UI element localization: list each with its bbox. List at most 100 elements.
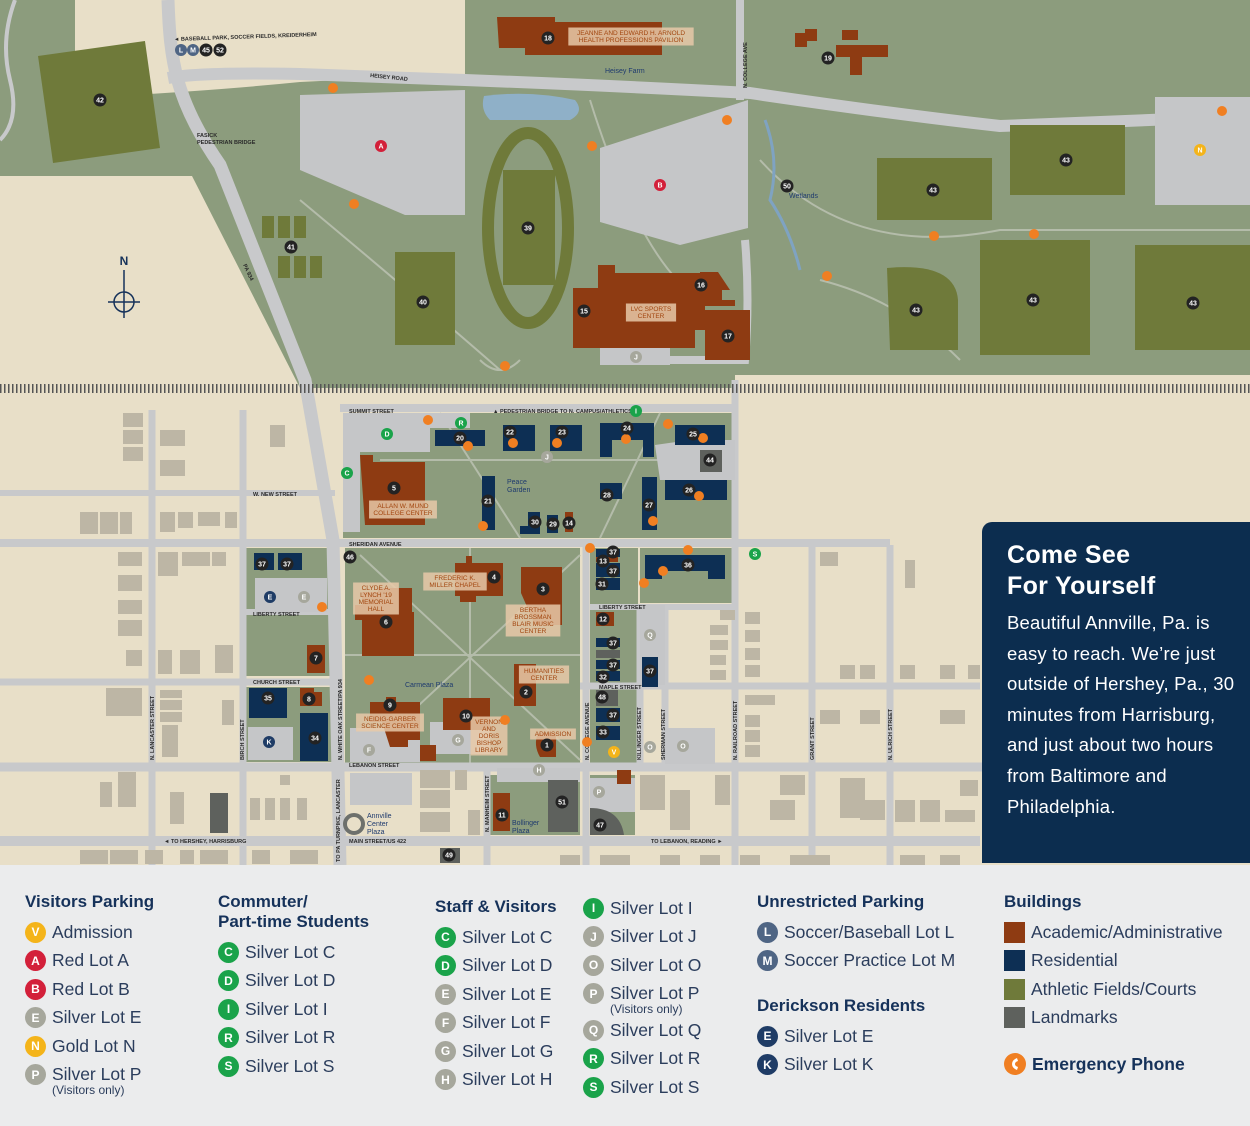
building-number-marker[interactable]: 3	[536, 582, 550, 596]
emergency-phone-icon[interactable]	[663, 419, 673, 429]
building-number-marker[interactable]: 29	[546, 517, 560, 531]
building-number-marker[interactable]: 8	[302, 692, 316, 706]
building-number-marker[interactable]: 23	[555, 425, 569, 439]
building-number-marker[interactable]: 43	[1186, 296, 1200, 310]
emergency-phone-icon[interactable]	[585, 543, 595, 553]
building-number-marker[interactable]: 37	[606, 564, 620, 578]
building-number-marker[interactable]: 6	[379, 615, 393, 629]
building-number-marker[interactable]: 44	[703, 453, 717, 467]
building-number-marker[interactable]: 37	[606, 545, 620, 559]
building-number-marker[interactable]: 11	[495, 808, 509, 822]
parking-lot-marker[interactable]: P	[593, 786, 605, 798]
emergency-phone-icon[interactable]	[658, 566, 668, 576]
building-number-marker[interactable]: 20	[453, 431, 467, 445]
building-number-marker[interactable]: 1	[540, 738, 554, 752]
building-number-marker[interactable]: 39	[521, 221, 535, 235]
parking-lot-marker[interactable]: O	[644, 741, 656, 753]
parking-lot-marker[interactable]: J	[541, 451, 553, 463]
building-number-marker[interactable]: 26	[682, 483, 696, 497]
building-number-marker[interactable]: 45	[199, 43, 213, 57]
building-number-marker[interactable]: 43	[1059, 153, 1073, 167]
building-number-marker[interactable]: 5	[387, 481, 401, 495]
building-number-marker[interactable]: 7	[309, 651, 323, 665]
building-number-marker[interactable]: 9	[383, 698, 397, 712]
emergency-phone-icon[interactable]	[349, 199, 359, 209]
building-number-marker[interactable]: 51	[555, 795, 569, 809]
building-number-marker[interactable]: 2	[519, 685, 533, 699]
building-number-marker[interactable]: 14	[562, 516, 576, 530]
emergency-phone-icon[interactable]	[683, 545, 693, 555]
parking-lot-marker[interactable]: J	[630, 351, 642, 363]
building-number-marker[interactable]: 19	[821, 51, 835, 65]
emergency-phone-icon[interactable]	[364, 675, 374, 685]
parking-lot-marker[interactable]: E	[264, 591, 276, 603]
parking-lot-marker[interactable]: G	[452, 734, 464, 746]
building-number-marker[interactable]: 13	[596, 554, 610, 568]
building-number-marker[interactable]: 41	[284, 240, 298, 254]
building-number-marker[interactable]: 34	[308, 731, 322, 745]
emergency-phone-icon[interactable]	[722, 115, 732, 125]
building-number-marker[interactable]: 37	[255, 557, 269, 571]
building-number-marker[interactable]: 22	[503, 425, 517, 439]
parking-lot-marker[interactable]: E	[298, 591, 310, 603]
building-number-marker[interactable]: 43	[926, 183, 940, 197]
parking-lot-marker[interactable]: F	[363, 744, 375, 756]
emergency-phone-icon[interactable]	[582, 737, 592, 747]
emergency-phone-icon[interactable]	[822, 271, 832, 281]
building-number-marker[interactable]: 25	[686, 427, 700, 441]
emergency-phone-icon[interactable]	[552, 438, 562, 448]
building-number-marker[interactable]: 48	[595, 690, 609, 704]
emergency-phone-icon[interactable]	[423, 415, 433, 425]
building-number-marker[interactable]: 30	[528, 515, 542, 529]
emergency-phone-icon[interactable]	[463, 441, 473, 451]
parking-lot-marker[interactable]: M	[187, 44, 199, 56]
parking-lot-marker[interactable]: A	[375, 140, 387, 152]
building-number-marker[interactable]: 17	[721, 329, 735, 343]
emergency-phone-icon[interactable]	[621, 434, 631, 444]
building-number-marker[interactable]: 12	[596, 612, 610, 626]
building-number-marker[interactable]: 35	[261, 691, 275, 705]
emergency-phone-icon[interactable]	[508, 438, 518, 448]
building-number-marker[interactable]: 40	[416, 295, 430, 309]
emergency-phone-icon[interactable]	[1029, 229, 1039, 239]
building-number-marker[interactable]: 37	[606, 658, 620, 672]
parking-lot-marker[interactable]: R	[455, 417, 467, 429]
building-number-marker[interactable]: 31	[595, 577, 609, 591]
parking-lot-marker[interactable]: B	[654, 179, 666, 191]
parking-lot-marker[interactable]: I	[630, 405, 642, 417]
building-number-marker[interactable]: 36	[681, 558, 695, 572]
building-number-marker[interactable]: 47	[593, 818, 607, 832]
building-number-marker[interactable]: 37	[643, 664, 657, 678]
emergency-phone-icon[interactable]	[587, 141, 597, 151]
building-number-marker[interactable]: 10	[459, 709, 473, 723]
parking-lot-marker[interactable]: K	[263, 736, 275, 748]
building-number-marker[interactable]: 4	[487, 570, 501, 584]
building-number-marker[interactable]: 37	[606, 708, 620, 722]
building-number-marker[interactable]: 24	[620, 421, 634, 435]
building-number-marker[interactable]: 18	[541, 31, 555, 45]
emergency-phone-icon[interactable]	[1217, 106, 1227, 116]
parking-lot-marker[interactable]: N	[1194, 144, 1206, 156]
emergency-phone-icon[interactable]	[648, 516, 658, 526]
building-number-marker[interactable]: 43	[1026, 293, 1040, 307]
emergency-phone-icon[interactable]	[500, 361, 510, 371]
building-number-marker[interactable]: 37	[280, 557, 294, 571]
parking-lot-marker[interactable]: C	[341, 467, 353, 479]
emergency-phone-icon[interactable]	[639, 578, 649, 588]
building-number-marker[interactable]: 37	[606, 636, 620, 650]
emergency-phone-icon[interactable]	[929, 231, 939, 241]
building-number-marker[interactable]: 49	[442, 848, 456, 862]
emergency-phone-icon[interactable]	[698, 433, 708, 443]
emergency-phone-icon[interactable]	[317, 602, 327, 612]
building-number-marker[interactable]: 46	[343, 550, 357, 564]
building-number-marker[interactable]: 43	[909, 303, 923, 317]
parking-lot-marker[interactable]: D	[381, 428, 393, 440]
building-number-marker[interactable]: 27	[642, 498, 656, 512]
parking-lot-marker[interactable]: O	[677, 740, 689, 752]
building-number-marker[interactable]: 21	[481, 494, 495, 508]
building-number-marker[interactable]: 32	[596, 670, 610, 684]
building-number-marker[interactable]: 15	[577, 304, 591, 318]
building-number-marker[interactable]: 28	[600, 488, 614, 502]
parking-lot-marker[interactable]: L	[175, 44, 187, 56]
parking-lot-marker[interactable]: H	[533, 764, 545, 776]
